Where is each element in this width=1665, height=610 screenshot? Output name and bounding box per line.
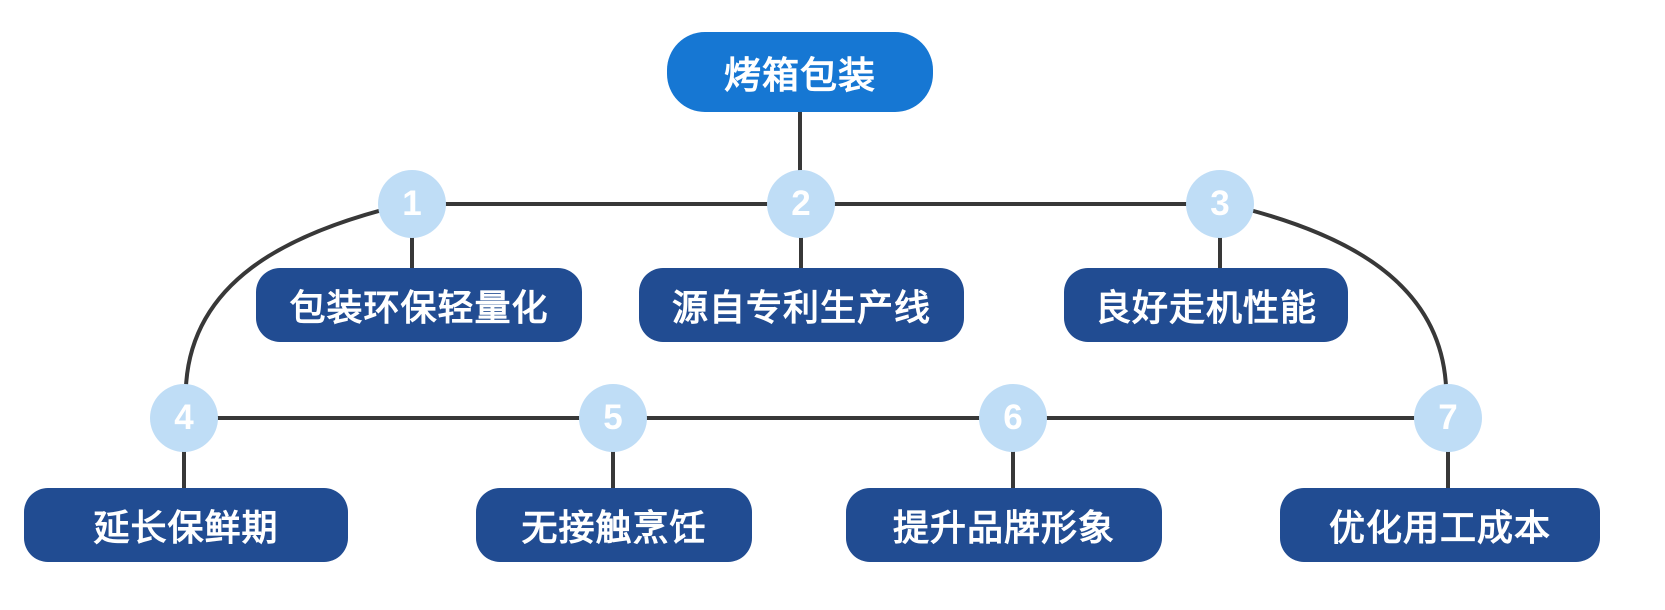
connector-curve-3-to-7 <box>1249 208 1448 387</box>
root-node-label: 烤箱包装 <box>724 55 876 96</box>
branch-number: 6 <box>1003 398 1023 437</box>
branch-circle-7[interactable]: 7 <box>1414 384 1482 452</box>
branch-number: 7 <box>1438 398 1458 437</box>
branch-number: 4 <box>174 398 194 437</box>
branch-circle-5[interactable]: 5 <box>579 384 647 452</box>
branch-box-extend-freshness[interactable]: 延长保鲜期 <box>24 488 348 562</box>
branch-box-contactless-cooking[interactable]: 无接触烹饪 <box>476 488 752 562</box>
branch-box-labor-cost[interactable]: 优化用工成本 <box>1280 488 1600 562</box>
branch-box-label: 优化用工成本 <box>1328 507 1551 548</box>
branch-box-label: 源自专利生产线 <box>671 287 931 328</box>
branch-circle-2[interactable]: 2 <box>767 170 835 238</box>
branch-circle-3[interactable]: 3 <box>1186 170 1254 238</box>
branch-number: 1 <box>402 184 422 223</box>
branch-box-brand-image[interactable]: 提升品牌形象 <box>846 488 1162 562</box>
branch-circle-4[interactable]: 4 <box>150 384 218 452</box>
branch-box-eco-lightweight-packaging[interactable]: 包装环保轻量化 <box>256 268 582 342</box>
branch-box-label: 提升品牌形象 <box>892 507 1115 548</box>
branch-box-label: 延长保鲜期 <box>93 507 279 548</box>
connector-curve-1-to-4 <box>184 208 383 387</box>
branch-circle-1[interactable]: 1 <box>378 170 446 238</box>
branch-box-label: 良好走机性能 <box>1094 287 1317 328</box>
branch-circle-6[interactable]: 6 <box>979 384 1047 452</box>
branch-number: 3 <box>1210 184 1230 223</box>
branch-box-good-machine-performance[interactable]: 良好走机性能 <box>1064 268 1348 342</box>
root-node-oven-packaging[interactable]: 烤箱包装 <box>667 32 933 112</box>
branch-box-patented-production-line[interactable]: 源自专利生产线 <box>639 268 964 342</box>
branch-box-label: 无接触烹饪 <box>521 507 707 548</box>
branch-number: 5 <box>603 398 623 437</box>
branch-box-label: 包装环保轻量化 <box>289 287 549 328</box>
branch-number: 2 <box>791 184 811 223</box>
